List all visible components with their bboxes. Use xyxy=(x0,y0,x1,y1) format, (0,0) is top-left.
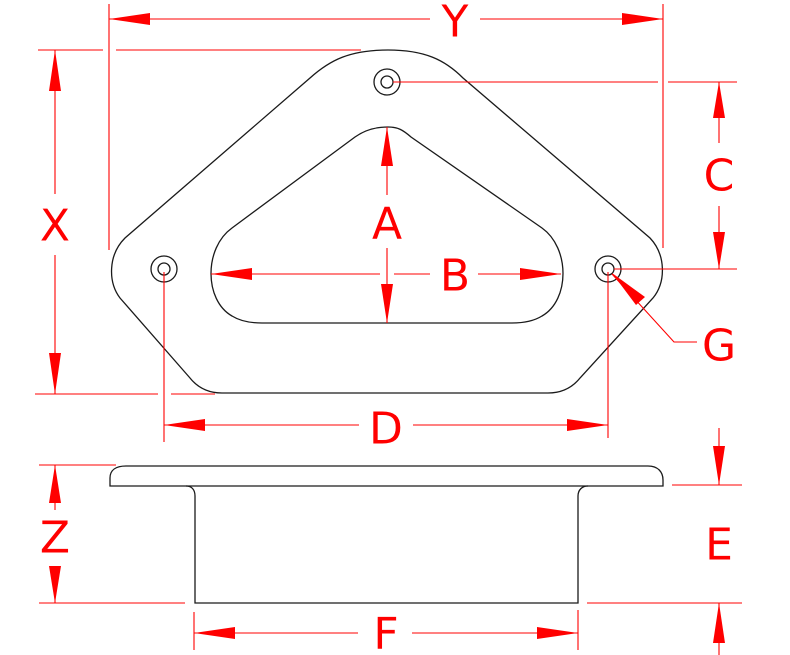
label-F: F xyxy=(373,609,398,655)
dimension-C: C xyxy=(393,81,737,270)
body-outline xyxy=(185,485,589,604)
label-Y: Y xyxy=(441,0,469,48)
dimension-Y: Y xyxy=(108,0,664,250)
mounting-hole-top-inner xyxy=(380,75,394,89)
label-D: D xyxy=(369,404,403,455)
label-B: B xyxy=(440,251,470,302)
dimension-E: E xyxy=(587,428,742,655)
flange-outline xyxy=(109,465,664,487)
dimension-F: F xyxy=(193,609,579,655)
dimension-X: X xyxy=(35,49,361,395)
plate-outline xyxy=(110,49,664,394)
label-X: X xyxy=(40,201,70,252)
dimension-Z: Z xyxy=(39,464,185,604)
label-G: G xyxy=(702,321,736,372)
label-A: A xyxy=(372,199,402,250)
dimension-B: B xyxy=(211,251,561,302)
label-E: E xyxy=(705,520,733,571)
dimension-G: G xyxy=(611,273,736,372)
dimension-D: D xyxy=(163,272,609,455)
label-Z: Z xyxy=(40,513,70,564)
side-view xyxy=(109,465,664,604)
label-C: C xyxy=(704,151,735,202)
dimension-A: A xyxy=(372,127,402,323)
